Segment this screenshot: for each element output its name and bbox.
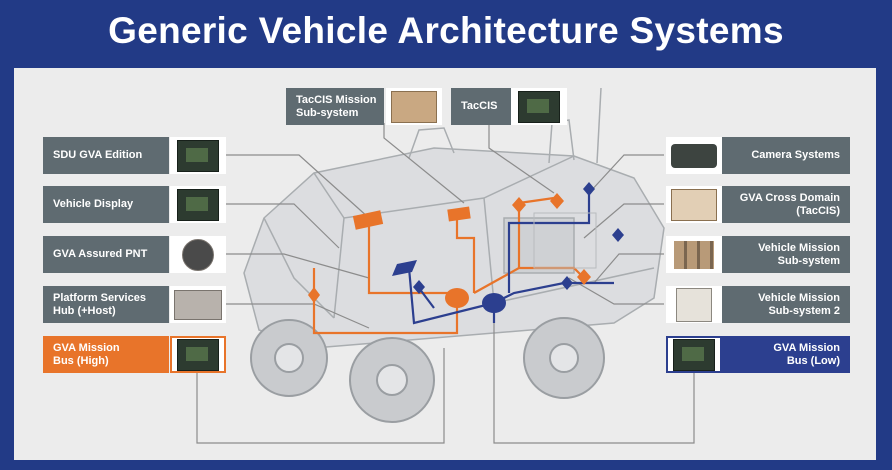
label-sdu-gva-edition: SDU GVA Edition: [43, 137, 169, 174]
vehicle-wheels: [250, 317, 605, 423]
platform-services-hub-image: [170, 286, 226, 323]
label-gva-mission-bus-high-text: GVA Mission Bus (High): [53, 341, 120, 367]
gva-mission-bus-high-image: [170, 336, 226, 373]
label-vehicle-mission-subsystem: Vehicle Mission Sub-system: [722, 236, 850, 273]
label-gva-mission-bus-low-text: GVA Mission Bus (Low): [773, 341, 840, 367]
connector-lines: [196, 123, 695, 444]
page-title: Generic Vehicle Architecture Systems: [108, 10, 784, 51]
label-sdu-gva-edition-text: SDU GVA Edition: [53, 149, 143, 161]
label-taccis: TacCIS: [451, 88, 511, 125]
vehicle-grille-panel: [533, 212, 597, 269]
label-vehicle-mission-subsystem-2: Vehicle Mission Sub-system 2: [722, 286, 850, 323]
taccis-image: [511, 88, 567, 125]
label-platform-services-hub-text: Platform Services Hub (+Host): [53, 291, 146, 317]
label-taccis-mission-subsystem-text: TacCIS Mission Sub-system: [296, 93, 377, 119]
label-vehicle-display-text: Vehicle Display: [53, 198, 134, 210]
gva-cross-domain-image: [666, 186, 722, 223]
label-gva-assured-pnt: GVA Assured PNT: [43, 236, 169, 273]
sdu-gva-edition-image: [170, 137, 226, 174]
label-gva-mission-bus-high: GVA Mission Bus (High): [43, 336, 169, 373]
gva-assured-pnt-image: [170, 236, 226, 273]
label-vehicle-mission-subsystem-2-text: Vehicle Mission Sub-system 2: [758, 291, 840, 317]
label-gva-mission-bus-low: GVA Mission Bus (Low): [722, 336, 850, 373]
blue-bus-nodes: [392, 182, 624, 313]
label-taccis-text: TacCIS: [461, 100, 498, 112]
label-platform-services-hub: Platform Services Hub (+Host): [43, 286, 169, 323]
label-taccis-mission-subsystem: TacCIS Mission Sub-system: [286, 88, 384, 125]
vehicle-mission-subsystem-2-image: [666, 286, 722, 323]
label-gva-cross-domain-text: GVA Cross Domain (TacCIS): [739, 191, 840, 217]
label-camera-systems-text: Camera Systems: [751, 149, 840, 161]
vehicle-mission-subsystem-image: [666, 236, 722, 273]
camera-systems-image: [666, 137, 722, 174]
taccis-mission-subsystem-image: [386, 88, 442, 125]
gva-mission-bus-low-image: [666, 336, 722, 373]
label-gva-cross-domain: GVA Cross Domain (TacCIS): [722, 186, 850, 223]
label-gva-assured-pnt-text: GVA Assured PNT: [53, 248, 148, 260]
label-vehicle-display: Vehicle Display: [43, 186, 169, 223]
orange-bus-nodes: [308, 193, 591, 308]
vehicle-diagram: [196, 87, 695, 444]
label-vehicle-mission-subsystem-text: Vehicle Mission Sub-system: [758, 241, 840, 267]
vehicle-display-image: [170, 186, 226, 223]
label-camera-systems: Camera Systems: [722, 137, 850, 174]
